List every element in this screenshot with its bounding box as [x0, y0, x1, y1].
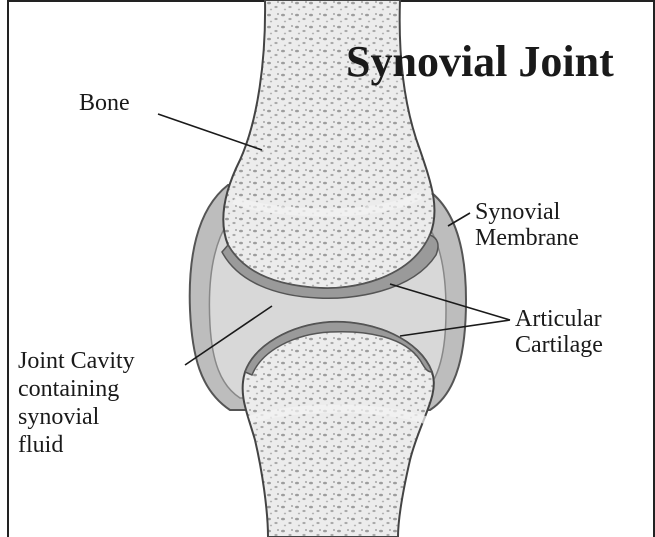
label-synovial-membrane-line-1: Synovial [475, 199, 579, 225]
leader-bone [158, 114, 262, 150]
label-joint-cavity-line-4: fluid [18, 431, 135, 459]
label-joint-cavity: Joint Cavity containing synovial fluid [18, 347, 135, 459]
label-articular-cartilage-line-1: Articular [515, 306, 603, 332]
label-joint-cavity-line-3: synovial [18, 403, 135, 431]
label-articular-cartilage: Articular Cartilage [515, 306, 603, 358]
label-articular-cartilage-line-2: Cartilage [515, 332, 603, 358]
label-joint-cavity-line-1: Joint Cavity [18, 347, 135, 375]
label-bone: Bone [79, 90, 130, 116]
label-synovial-membrane: Synovial Membrane [475, 199, 579, 251]
label-synovial-membrane-line-2: Membrane [475, 225, 579, 251]
label-joint-cavity-line-2: containing [18, 375, 135, 403]
diagram-title: Synovial Joint [346, 38, 614, 86]
lower-bone-shape [243, 322, 434, 537]
